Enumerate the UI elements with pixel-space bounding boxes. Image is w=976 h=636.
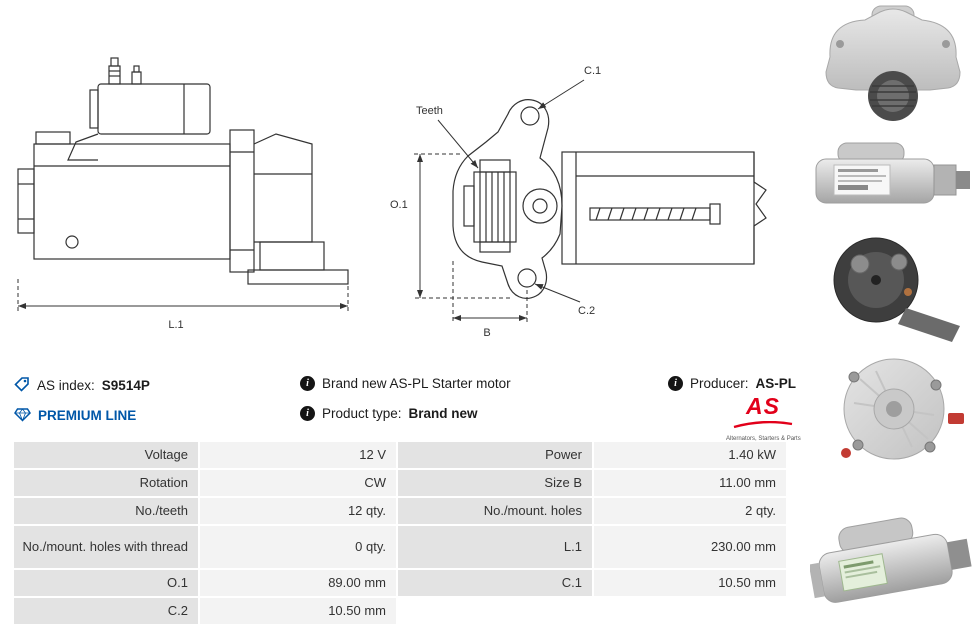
spec-value: 1.40 kW xyxy=(594,442,786,468)
spec-value: 2 qty. xyxy=(594,498,786,524)
dim-label-l1: L.1 xyxy=(168,319,183,331)
spec-row: No./teeth 12 qty. No./mount. holes 2 qty… xyxy=(14,498,786,524)
product-photo-column xyxy=(808,2,976,636)
spec-value: 12 qty. xyxy=(200,498,396,524)
spec-value: 10.50 mm xyxy=(594,570,786,596)
dim-label-c2: C.2 xyxy=(578,305,595,317)
spec-label: Power xyxy=(398,442,592,468)
producer: Producer: AS-PL xyxy=(668,376,796,391)
spec-label: C.1 xyxy=(398,570,592,596)
spec-label: L.1 xyxy=(398,526,592,568)
dim-label-teeth: Teeth xyxy=(416,105,443,117)
product-photo-side-angled xyxy=(808,476,976,636)
dim-label-b: B xyxy=(483,327,490,339)
product-type-value: Brand new xyxy=(408,406,478,421)
spec-table: Voltage 12 V Power 1.40 kW Rotation CW S… xyxy=(14,442,786,626)
dim-label-o1: O.1 xyxy=(390,199,408,211)
spec-label: No./mount. holes xyxy=(398,498,592,524)
premium-line: PREMIUM LINE xyxy=(14,406,136,425)
as-index-value: S9514P xyxy=(101,378,150,393)
as-index-label: AS index: xyxy=(37,378,95,393)
dim-label-c1: C.1 xyxy=(584,65,601,77)
spec-value: 230.00 mm xyxy=(594,526,786,568)
spec-label: No./mount. holes with thread xyxy=(14,526,198,568)
as-pl-logo-tagline: Alternators, Starters & Parts xyxy=(726,436,801,442)
spec-label: No./teeth xyxy=(14,498,198,524)
technical-drawing-side-view: L.1 xyxy=(6,44,376,349)
spec-label: Voltage xyxy=(14,442,198,468)
spec-row: C.2 10.50 mm xyxy=(14,598,786,624)
spec-empty-cell xyxy=(398,598,592,624)
spec-empty-cell xyxy=(594,598,786,624)
product-photo-top-casting xyxy=(810,2,976,129)
as-pl-logo: AS Alternators, Starters & Parts xyxy=(726,393,801,443)
info-icon xyxy=(300,406,315,421)
product-photo-side-label xyxy=(810,133,976,226)
spec-value: 0 qty. xyxy=(200,526,396,568)
spec-row: No./mount. holes with thread 0 qty. L.1 … xyxy=(14,526,786,568)
as-index: AS index: S9514P xyxy=(14,376,150,395)
as-pl-logo-text: AS xyxy=(746,393,780,419)
spec-row: Rotation CW Size B 11.00 mm xyxy=(14,470,786,496)
producer-label: Producer: xyxy=(690,376,749,391)
spec-value: CW xyxy=(200,470,396,496)
producer-value: AS-PL xyxy=(755,376,797,391)
diamond-icon xyxy=(14,406,31,425)
spec-label: O.1 xyxy=(14,570,198,596)
technical-drawing-front-view: O.1 B Teeth C.1 C.2 xyxy=(390,56,790,361)
info-icon xyxy=(668,376,683,391)
as-pl-logo-swoosh xyxy=(733,420,793,429)
product-type-label: Product type: xyxy=(322,406,402,421)
product-description: Brand new AS-PL Starter motor xyxy=(300,376,511,391)
product-description-text: Brand new AS-PL Starter motor xyxy=(322,376,511,391)
info-icon xyxy=(300,376,315,391)
product-photo-solenoid-rear xyxy=(810,230,976,351)
spec-label: Rotation xyxy=(14,470,198,496)
tag-icon xyxy=(14,376,30,395)
spec-row: Voltage 12 V Power 1.40 kW xyxy=(14,442,786,468)
premium-line-label: PREMIUM LINE xyxy=(38,408,137,423)
spec-row: O.1 89.00 mm C.1 10.50 mm xyxy=(14,570,786,596)
spec-value: 12 V xyxy=(200,442,396,468)
spec-label: C.2 xyxy=(14,598,198,624)
spec-value: 11.00 mm xyxy=(594,470,786,496)
spec-label: Size B xyxy=(398,470,592,496)
spec-value: 10.50 mm xyxy=(200,598,396,624)
spec-value: 89.00 mm xyxy=(200,570,396,596)
product-photo-front-face xyxy=(810,355,976,472)
product-type: Product type: Brand new xyxy=(300,406,478,421)
